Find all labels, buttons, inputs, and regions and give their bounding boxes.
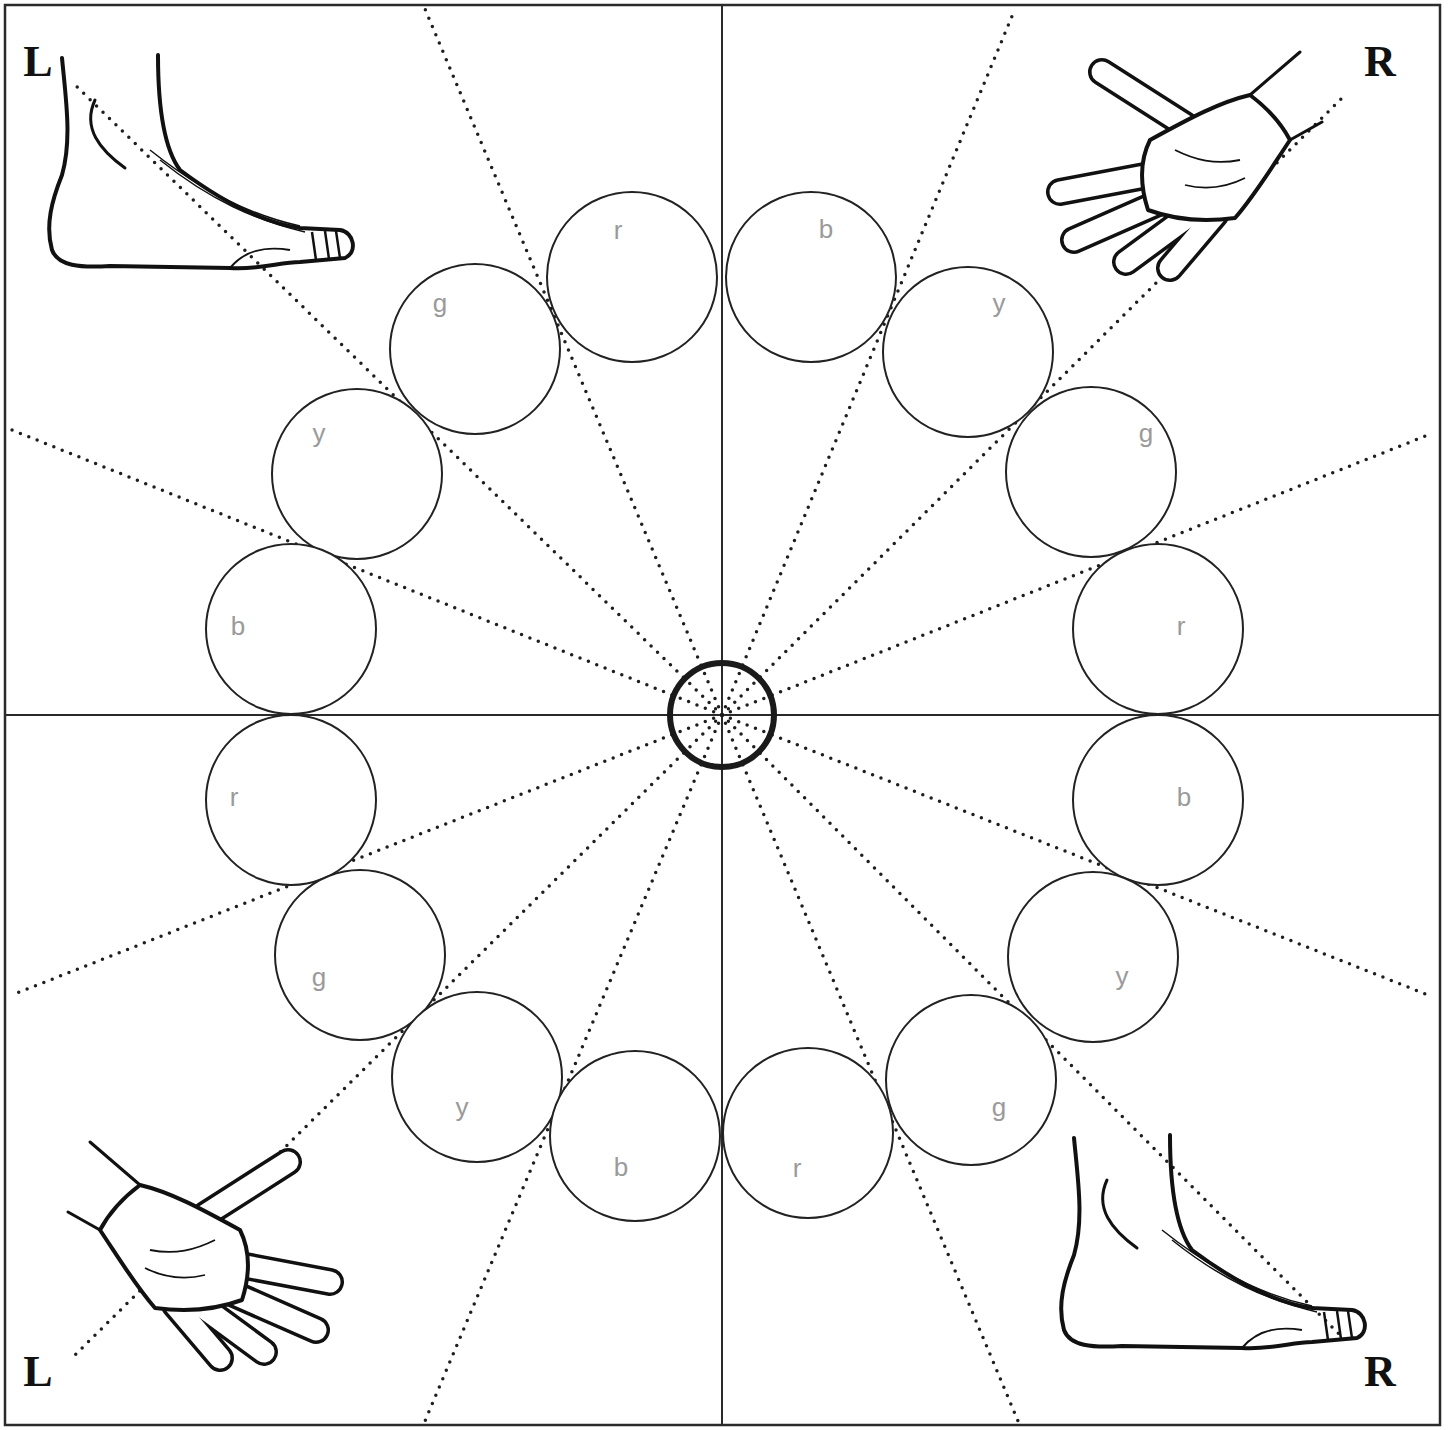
color-letter: g [1139,420,1153,446]
spot-circle [550,1051,720,1221]
dotted-rays [12,9,1428,1421]
center-ring [670,663,774,767]
color-spot: b [204,542,378,716]
color-letter: b [1177,784,1191,810]
right-hand [1060,52,1322,268]
left-hand [68,1142,330,1358]
spot-outline [1071,713,1245,887]
spot-circle [206,715,376,885]
spot-circle [1006,387,1176,557]
spot-outline [545,190,719,364]
color-spot: b [548,1049,722,1223]
right-foot [1061,1135,1365,1348]
color-letter: y [456,1094,469,1120]
color-spot: b [1071,713,1245,887]
spot-outline [884,993,1058,1167]
spot-outline [724,190,898,364]
side-letter: L [23,1350,52,1394]
color-letter: b [819,216,833,242]
spot-circle [723,1048,893,1218]
color-spot: g [884,993,1058,1167]
color-letter: g [312,964,326,990]
spot-outline [1071,542,1245,716]
color-letter: g [992,1094,1006,1120]
spot-outline [721,1046,895,1220]
color-letter: y [313,420,326,446]
side-letter: R [1364,1350,1396,1394]
spot-circle [1073,544,1243,714]
spot-circle [392,992,562,1162]
spot-circle [1008,872,1178,1042]
spot-circle [726,192,896,362]
spot-circle [1073,715,1243,885]
spot-outline [270,387,444,561]
color-letter: b [231,613,245,639]
color-letter: r [614,217,623,243]
side-letter: R [1364,40,1396,84]
color-letter: g [433,290,447,316]
spot-outline [204,542,378,716]
color-letter: y [1116,963,1129,989]
spot-outline [1004,385,1178,559]
color-letter: y [993,290,1006,316]
color-spot: g [1004,385,1178,559]
spot-outline [390,990,564,1164]
spot-outline [1006,870,1180,1044]
board-border [5,5,1440,1425]
side-letter: L [23,40,52,84]
color-spot: r [1071,542,1245,716]
color-spot: r [721,1046,895,1220]
color-letter: r [1177,613,1186,639]
color-spot: r [545,190,719,364]
spot-outline [548,1049,722,1223]
color-spot: r [204,713,378,887]
color-spot: y [390,990,564,1164]
spot-circle [206,544,376,714]
color-letter: r [230,784,239,810]
color-spot: y [1006,870,1180,1044]
color-spot: b [724,190,898,364]
spot-circle [272,389,442,559]
spot-circle [883,267,1053,437]
spot-circle [547,192,717,362]
color-letter: b [614,1154,628,1180]
spot-circle [390,264,560,434]
color-letter: r [793,1155,802,1181]
spot-circle [886,995,1056,1165]
left-foot [49,55,353,268]
color-spot: y [270,387,444,561]
